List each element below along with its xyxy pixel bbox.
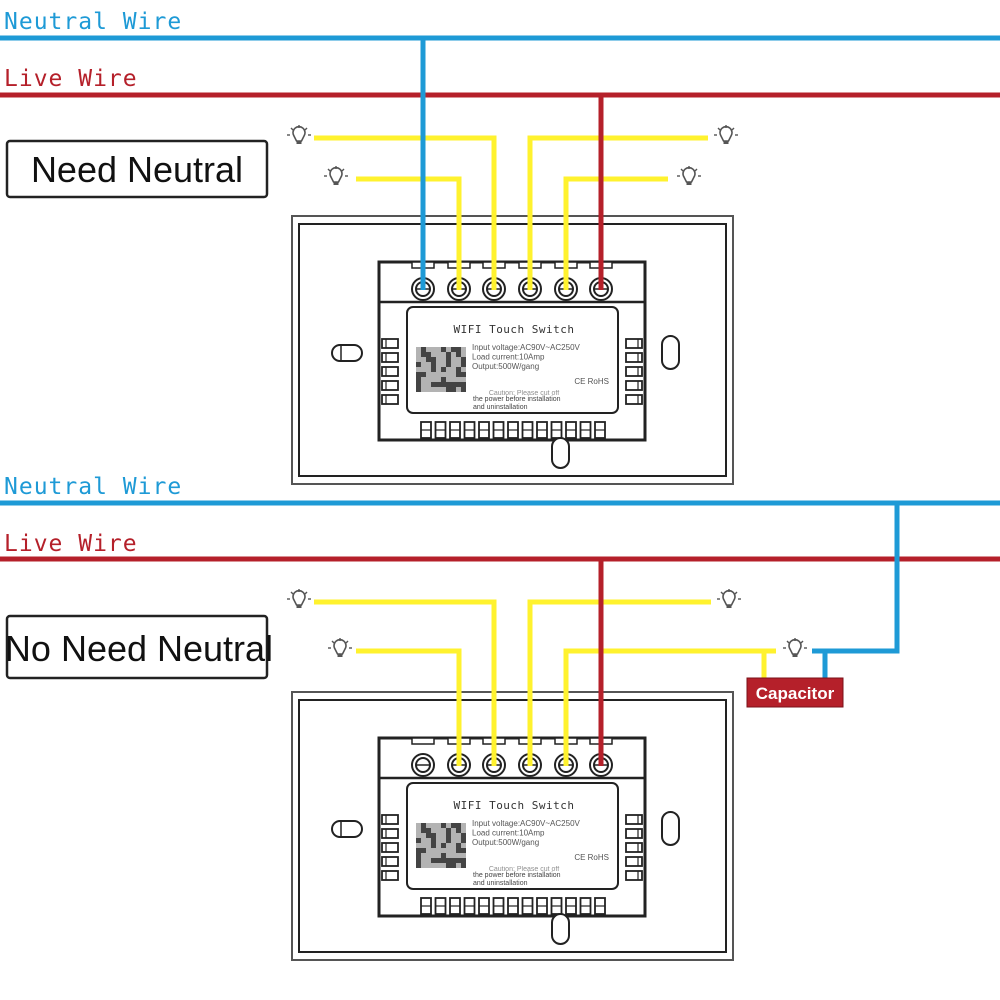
capacitor-label: Capacitor bbox=[756, 684, 835, 703]
mode-box: No Need Neutral bbox=[5, 614, 273, 680]
mounting-hole-bottom bbox=[551, 437, 570, 469]
mode-label: No Need Neutral bbox=[5, 628, 273, 669]
capacitor-box bbox=[746, 677, 844, 708]
certification-label: CE RoHS bbox=[574, 853, 609, 862]
mounting-hole-right bbox=[661, 335, 680, 370]
vent-slot bbox=[625, 338, 643, 349]
light-bulb-icon bbox=[677, 166, 701, 185]
spec-line: Load current:10Amp bbox=[472, 829, 545, 838]
spec-line: Load current:10Amp bbox=[472, 353, 545, 362]
vent-slot bbox=[381, 828, 399, 839]
vent-slot bbox=[381, 870, 399, 881]
terminal-tab bbox=[411, 737, 435, 745]
caution-heading: Caution: Please cut off bbox=[489, 866, 559, 873]
vent-slot bbox=[381, 394, 399, 405]
vent-slot bbox=[625, 842, 643, 853]
neutral-wire-label: Neutral Wire bbox=[4, 474, 182, 500]
vent-slot bbox=[381, 366, 399, 377]
load-wire-l4 bbox=[356, 176, 462, 290]
vent-slot bbox=[625, 394, 643, 405]
load-wire-l2 bbox=[527, 135, 708, 290]
vent-slot bbox=[625, 856, 643, 867]
load-wire-l4 bbox=[356, 648, 462, 766]
spec-line: Output:500W/gang bbox=[472, 362, 539, 371]
switch-title: WIFI Touch Switch bbox=[453, 323, 574, 336]
mode-label: Need Neutral bbox=[31, 149, 243, 190]
vent-slot bbox=[381, 814, 399, 825]
load-wire-l1 bbox=[563, 176, 668, 290]
qr-code-icon bbox=[416, 347, 466, 392]
neutral-return-wire bbox=[812, 503, 900, 654]
light-bulb-icon bbox=[783, 638, 807, 657]
spec-line: Input voltage:AC90V~AC250V bbox=[472, 819, 581, 828]
live-wire-label: Live Wire bbox=[4, 66, 138, 92]
light-bulb-icon bbox=[324, 166, 348, 185]
vent-slot bbox=[381, 856, 399, 867]
panel-need-neutral: Neutral Wire Live Wire Need Neutral NL4L… bbox=[0, 9, 1000, 485]
light-bulb-icon bbox=[287, 589, 311, 608]
caution-line: and uninstallation bbox=[473, 880, 528, 887]
light-bulb-icon bbox=[717, 589, 741, 608]
load-wire-l1 bbox=[563, 648, 776, 766]
load-wire-l3 bbox=[314, 599, 497, 766]
vent-slot bbox=[625, 814, 643, 825]
mode-box-frame bbox=[5, 139, 269, 199]
light-bulb-icon bbox=[714, 125, 738, 144]
mounting-hole-bottom bbox=[551, 913, 570, 945]
vent-slot bbox=[381, 338, 399, 349]
certification-label: CE RoHS bbox=[574, 377, 609, 386]
vent-slot bbox=[625, 380, 643, 391]
caution-line: the power before installation bbox=[473, 872, 561, 879]
caution-line: and uninstallation bbox=[473, 404, 528, 411]
load-wire-l2 bbox=[527, 599, 711, 766]
capacitor: Capacitor bbox=[746, 677, 844, 708]
spec-line: Output:500W/gang bbox=[472, 838, 539, 847]
load-wires bbox=[314, 135, 708, 290]
light-bulb-icon bbox=[328, 638, 352, 657]
neutral-wire-label: Neutral Wire bbox=[4, 9, 182, 35]
mounting-hole-left bbox=[331, 344, 363, 362]
caution-line: the power before installation bbox=[473, 396, 561, 403]
panel-no-need-neutral: Neutral Wire Live Wire No Need Neutral N… bbox=[0, 474, 1000, 961]
switch-title: WIFI Touch Switch bbox=[453, 799, 574, 812]
mode-box: Need Neutral bbox=[5, 139, 269, 199]
live-wire-label: Live Wire bbox=[4, 531, 138, 557]
light-bulb-icon bbox=[287, 125, 311, 144]
spec-line: Input voltage:AC90V~AC250V bbox=[472, 343, 581, 352]
vent-slot bbox=[625, 366, 643, 377]
caution-heading: Caution: Please cut off bbox=[489, 390, 559, 397]
vent-slot bbox=[381, 842, 399, 853]
capacitor-neutral-wire bbox=[812, 503, 900, 680]
qr-code-icon bbox=[416, 823, 466, 868]
load-wires bbox=[314, 599, 776, 766]
load-wire-l3 bbox=[314, 135, 497, 290]
vent-slot bbox=[625, 828, 643, 839]
mounting-hole-right bbox=[661, 811, 680, 846]
vent-slot bbox=[625, 870, 643, 881]
vent-slot bbox=[381, 352, 399, 363]
mounting-hole-left bbox=[331, 820, 363, 838]
vent-slot bbox=[625, 352, 643, 363]
terminal-screw-n bbox=[411, 753, 435, 777]
mode-box-frame bbox=[5, 614, 269, 680]
vent-slot bbox=[381, 380, 399, 391]
